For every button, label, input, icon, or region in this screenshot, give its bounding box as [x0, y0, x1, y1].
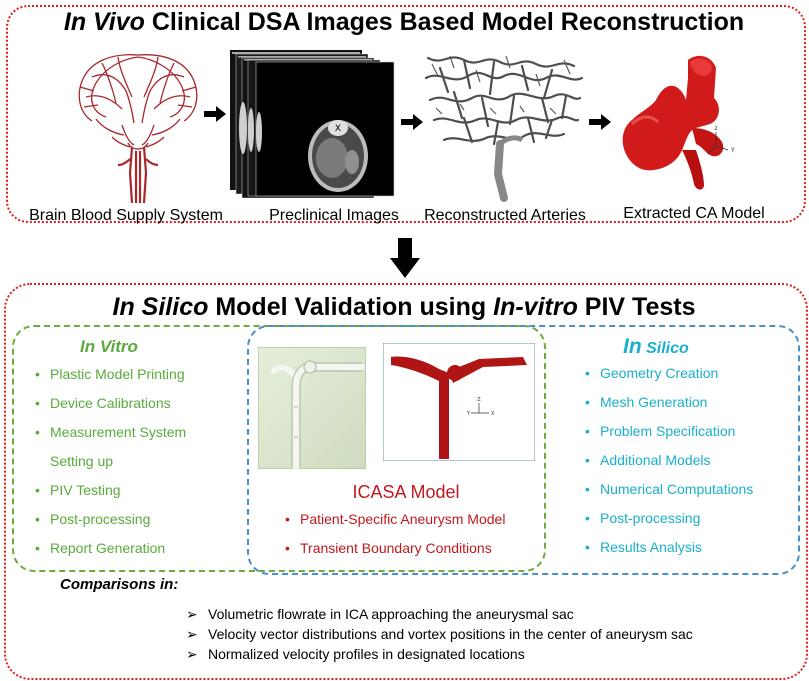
- caption-preclinical-images: Preclinical Images: [269, 207, 399, 224]
- flow-arrow-right-icon: [204, 106, 226, 122]
- list-item: •Report Generation: [35, 540, 166, 556]
- svg-text:Y: Y: [466, 411, 471, 417]
- flow-arrow-right-icon: [589, 114, 611, 130]
- list-item: ➢Volumetric flowrate in ICA approaching …: [186, 606, 574, 622]
- in-silico-heading: In Silico: [623, 335, 689, 358]
- svg-text:z: z: [714, 125, 717, 132]
- reconstructed-arteries-image: [424, 55, 584, 202]
- caption-reconstructed-arteries: Reconstructed Arteries: [424, 207, 586, 224]
- list-item: •Numerical Computations: [585, 481, 754, 497]
- preclinical-images-stack: X: [230, 50, 395, 198]
- list-item: ➢Velocity vector distributions and vorte…: [186, 626, 693, 642]
- in-vivo-title: In Vivo Clinical DSA Images Based Model …: [63, 8, 745, 36]
- caption-brain-blood-supply: Brain Blood Supply System: [29, 207, 223, 224]
- flow-arrow-right-icon: [401, 114, 423, 130]
- list-item: •PIV Testing: [35, 482, 121, 498]
- svg-text:X: X: [335, 124, 341, 134]
- list-item: •Results Analysis: [585, 539, 702, 555]
- comparisons-title: Comparisons in:: [60, 576, 179, 593]
- list-item: •Post-processing: [35, 511, 151, 527]
- in-vitro-list: •Plastic Model Printing •Device Calibrat…: [28, 360, 248, 563]
- list-item: •Post-processing: [585, 510, 701, 526]
- in-vivo-section: [6, 5, 806, 223]
- svg-text:X: X: [491, 411, 495, 417]
- icasa-model-title: ICASA Model: [352, 482, 460, 502]
- svg-text:Z: Z: [477, 397, 481, 403]
- icasa-list: •Patient-Specific Aneurysm Model •Transi…: [278, 505, 538, 563]
- list-item: •Problem Specification: [585, 423, 736, 439]
- in-vitro-heading: In Vitro: [80, 337, 138, 356]
- in-silico-list: •Geometry Creation •Mesh Generation •Pro…: [578, 359, 798, 562]
- in-silico-validation-section: [4, 283, 808, 680]
- svg-text:Y: Y: [730, 147, 735, 154]
- caption-extracted-ca-model: Extracted CA Model: [623, 205, 765, 222]
- plastic-model-photo: [258, 347, 366, 469]
- in-silico-panel: [247, 325, 800, 575]
- in-silico-title: In Silico Model Validation using In-vitr…: [112, 293, 696, 321]
- list-item: •Measurement System: [35, 424, 187, 440]
- list-item: •Mesh Generation: [585, 394, 708, 410]
- extracted-ca-model-image: z Y: [622, 55, 735, 190]
- list-item: •Additional Models: [585, 452, 711, 468]
- flow-arrow-down-icon: [390, 238, 420, 278]
- brain-blood-supply-image: [78, 54, 198, 204]
- list-item: •Transient Boundary Conditions: [285, 540, 492, 556]
- comparisons-list: ➢Volumetric flowrate in ICA approaching …: [186, 604, 796, 664]
- list-item: •Patient-Specific Aneurysm Model: [285, 511, 506, 527]
- list-item: •Plastic Model Printing: [35, 366, 185, 382]
- list-item: •Device Calibrations: [35, 395, 171, 411]
- list-item: •Geometry Creation: [585, 365, 719, 381]
- cfd-model-image: Z X Y: [383, 343, 535, 461]
- list-item: Setting up: [50, 453, 114, 469]
- list-item: ➢Normalized velocity profiles in designa…: [186, 646, 525, 662]
